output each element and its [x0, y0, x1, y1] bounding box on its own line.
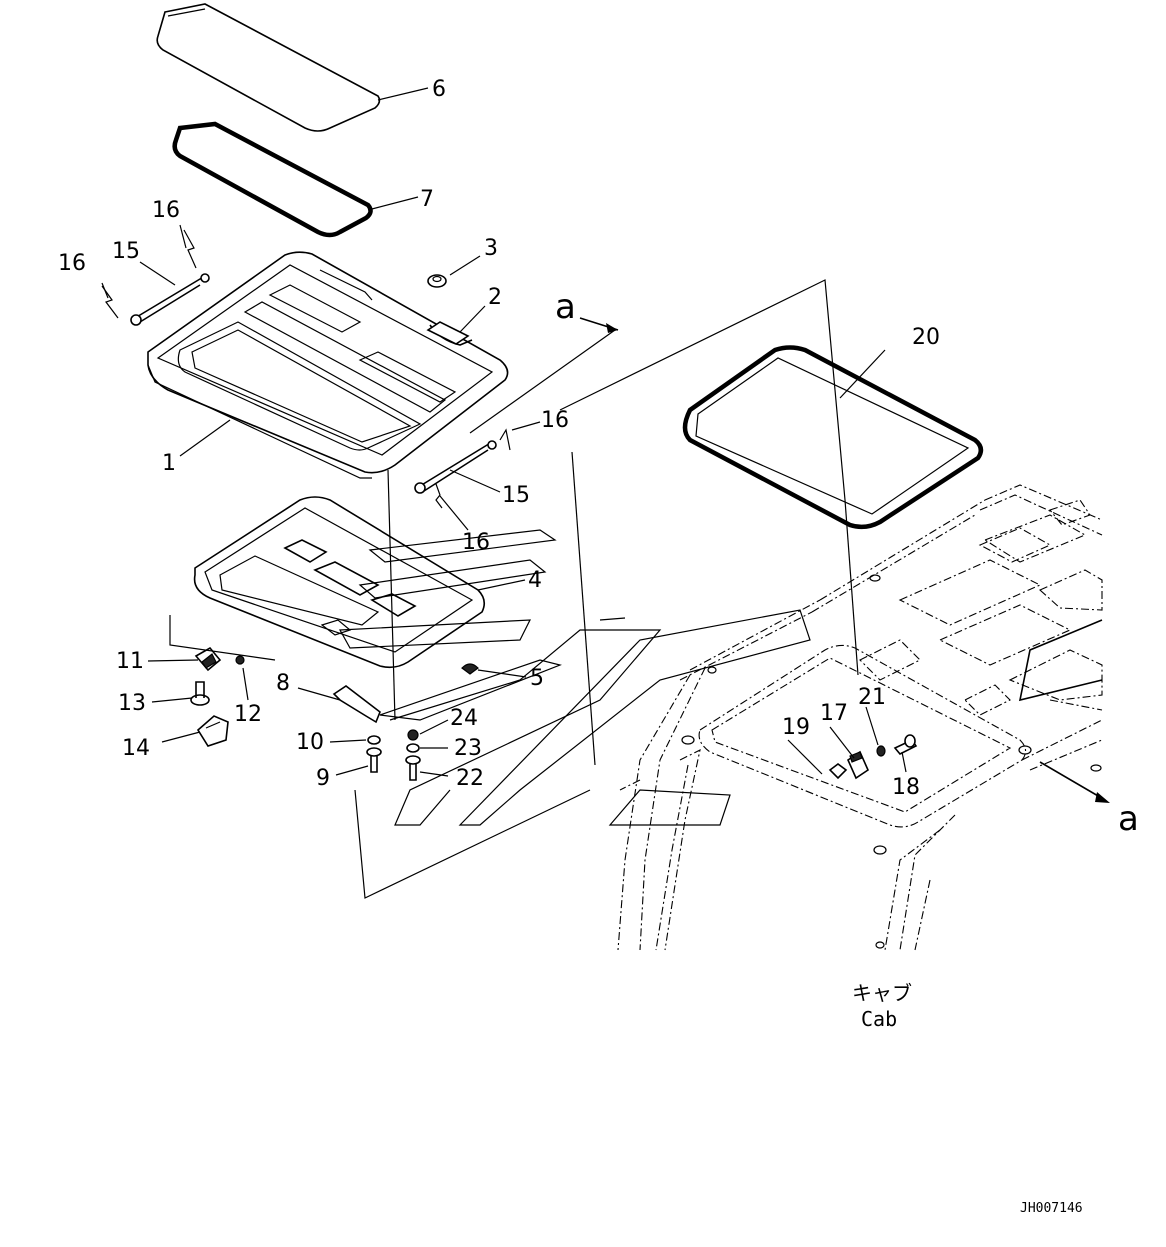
cab-structure: [617, 484, 1103, 951]
callout-20: 20: [912, 325, 940, 350]
inner-trim-panel-part-4: [193, 496, 486, 669]
leader-lines: [101, 87, 907, 777]
gas-strut-part-15-upper: [130, 273, 210, 326]
callout-13: 13: [118, 691, 146, 716]
cab-seal-part-20: [682, 345, 984, 530]
callout-16: 16: [541, 408, 569, 433]
callout-6: 6: [432, 77, 446, 102]
ghost-outline: [339, 529, 811, 826]
callout-22: 22: [456, 766, 484, 791]
view-arrow-lower: [1039, 761, 1110, 803]
callout-15: 15: [112, 239, 140, 264]
callout-16: 16: [152, 198, 180, 223]
callout-16: 16: [462, 530, 490, 555]
callout-24: 24: [450, 706, 478, 731]
callout-11: 11: [116, 649, 144, 674]
gas-strut-part-15-lower: [414, 440, 497, 494]
nut-part-19: [828, 763, 848, 780]
callout-5: 5: [530, 666, 544, 691]
callout-16: 16: [58, 251, 86, 276]
glass-pane-part-6: [156, 3, 381, 132]
bolt-part-18: [893, 734, 918, 755]
bracket-part-2: [426, 321, 470, 345]
catch-part-14: [196, 715, 229, 747]
callout-2: 2: [488, 285, 502, 310]
washer-part-21: [876, 745, 886, 757]
callout-21: 21: [858, 685, 886, 710]
callout-14: 14: [122, 736, 150, 761]
callout-1: 1: [162, 451, 176, 476]
bolt-part-13: [190, 681, 210, 706]
clip-part-16-set: [101, 229, 511, 509]
callout-18: 18: [892, 775, 920, 800]
view-arrow-upper: [579, 317, 619, 333]
roof-hatch-frame-part-1: [147, 251, 509, 479]
callout-17: 17: [820, 701, 848, 726]
screw-part-12: [235, 655, 245, 665]
cab-label-jp: キャブ: [852, 981, 912, 1005]
view-marker-upper: a: [555, 287, 576, 327]
callout-3: 3: [484, 236, 498, 261]
callout-12: 12: [234, 702, 262, 727]
callout-23: 23: [454, 736, 482, 761]
lock-part-11: [194, 646, 222, 672]
callout-7: 7: [420, 187, 434, 212]
cab-label-en: Cab: [861, 1007, 897, 1031]
nut-part-3: [427, 274, 447, 288]
callout-9: 9: [316, 766, 330, 791]
view-marker-lower: a: [1118, 799, 1139, 839]
bracket-part-17: [846, 750, 870, 780]
handle-part-8: [332, 685, 381, 724]
callout-15: 15: [502, 483, 530, 508]
glass-seal-part-7: [172, 121, 373, 238]
callout-10: 10: [296, 730, 324, 755]
callout-4: 4: [528, 568, 542, 593]
fastener-part-5: [461, 663, 479, 675]
callout-labels: 6 7 16 16 15 3 2 1 16 15 16 20 4 5 11 12…: [58, 77, 940, 800]
drawing-id: JH007146: [1020, 1201, 1083, 1216]
bolt-washer-set: [366, 729, 421, 781]
callout-8: 8: [276, 671, 290, 696]
callout-19: 19: [782, 715, 810, 740]
